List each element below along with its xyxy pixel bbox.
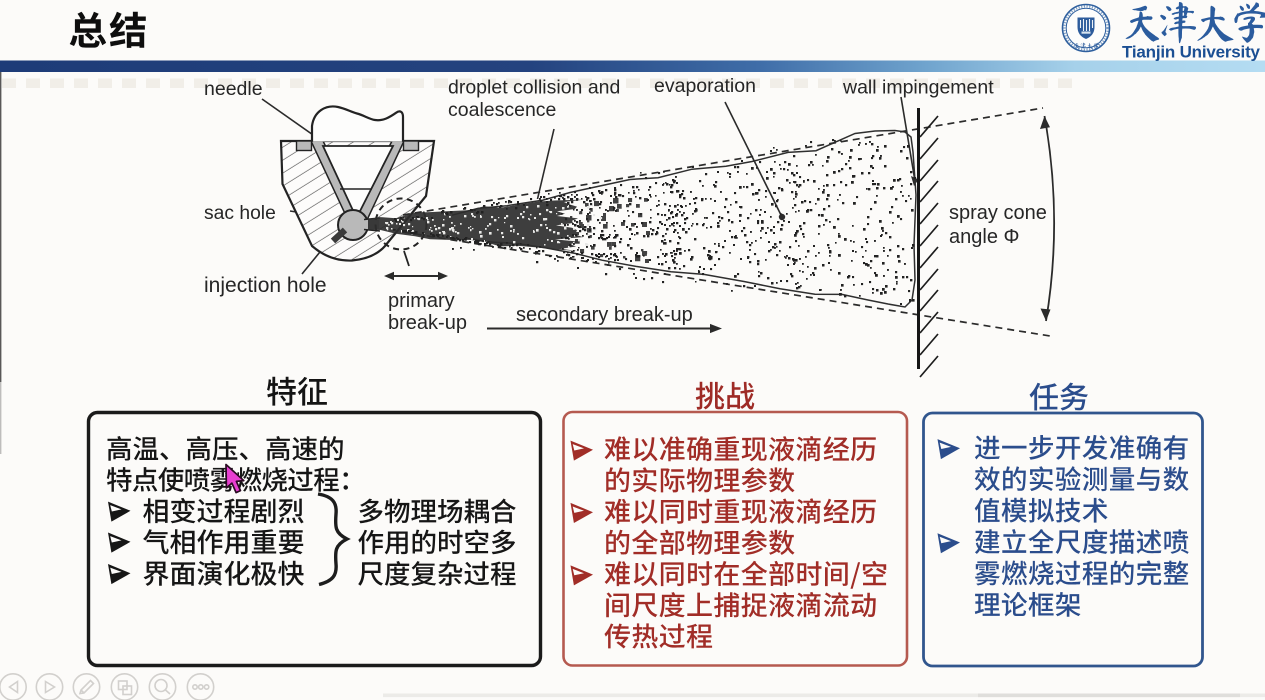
- svg-text:angle Φ: angle Φ: [949, 226, 1019, 248]
- svg-text:Tianjin University: Tianjin University: [1122, 43, 1261, 62]
- svg-text:injection hole: injection hole: [204, 274, 327, 297]
- svg-text:coalescence: coalescence: [448, 99, 556, 121]
- svg-text:droplet collision and: droplet collision and: [448, 77, 620, 99]
- svg-text:spray cone: spray cone: [949, 202, 1047, 224]
- svg-text:break-up: break-up: [388, 312, 467, 334]
- svg-text:secondary break-up: secondary break-up: [516, 304, 693, 326]
- svg-text:wall impingement: wall impingement: [842, 77, 994, 99]
- svg-text:sac hole: sac hole: [204, 203, 276, 224]
- svg-text:primary: primary: [388, 290, 455, 312]
- svg-text:needle: needle: [204, 78, 263, 100]
- svg-text:evaporation: evaporation: [654, 75, 756, 97]
